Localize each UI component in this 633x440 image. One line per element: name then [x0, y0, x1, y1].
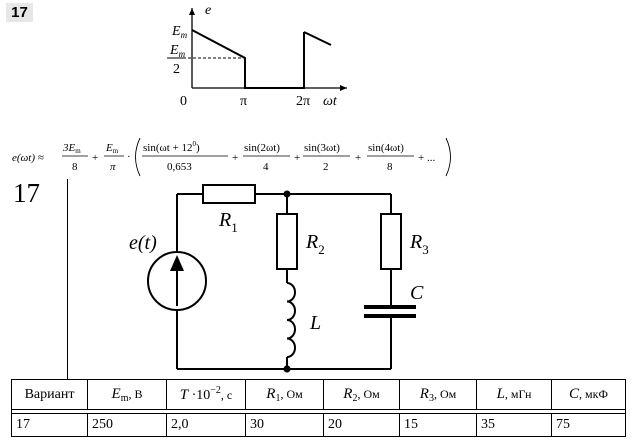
circuit-diagram [147, 184, 416, 373]
header-em: Em, В [87, 379, 167, 410]
circuit-labels: e(t) R1 R2 R3 L C [129, 209, 429, 334]
formula-lhs: e(ωt) ≈ [12, 152, 44, 164]
cell-variant: 17 [11, 413, 88, 437]
problem-number-badge: 17 [6, 3, 33, 22]
header-r3: R3, Ом [399, 379, 477, 410]
cell-r3: 15 [399, 413, 477, 437]
plus-4: + [355, 152, 361, 164]
f3-num: sin(3ωt) [304, 142, 340, 154]
resistor-r3 [380, 213, 402, 270]
waveform-curve-2 [303, 31, 332, 46]
t1-den: 8 [72, 161, 78, 173]
paren-left [135, 137, 141, 177]
cell-r2: 20 [323, 413, 400, 437]
resistor-r1 [202, 184, 256, 204]
voltage-source [147, 251, 207, 311]
t2-den: π [110, 161, 116, 173]
header-r1: R1, Ом [245, 379, 324, 410]
waveform-curve-1 [191, 29, 305, 89]
header-l: L, мГн [476, 379, 552, 410]
table-header-row: Вариант Em, В T ·10−2, с R1, Ом R2, Ом R… [11, 379, 626, 410]
f4-num: sin(4ωt) [368, 142, 404, 154]
f2-den: 4 [263, 161, 269, 173]
y-axis-label: e [205, 3, 211, 18]
y-tick-half-num: Em [169, 43, 186, 59]
f2-num: sin(2ωt) [244, 142, 280, 154]
label-source: e(t) [129, 232, 157, 254]
cell-r1: 30 [245, 413, 324, 437]
fourier-formula: e(ωt) ≈ 3Em 8 + Em π · sin(ωt + 120) 0,6… [12, 137, 451, 177]
label-r1: R1 [218, 209, 238, 235]
header-r2: R2, Ом [323, 379, 400, 410]
f1-num: sin(ωt + 120) [143, 140, 200, 154]
cell-l: 35 [476, 413, 552, 437]
parameters-table: Вариант Em, В T ·10−2, с R1, Ом R2, Ом R… [11, 379, 626, 437]
plus-2: + [232, 152, 238, 164]
y-tick-half-den: 2 [173, 62, 180, 77]
x-axis-label: ωt [323, 94, 338, 109]
t2-num: Em [105, 142, 119, 155]
plus-3: + [294, 152, 300, 164]
formula-tail: + ... [418, 152, 435, 164]
header-t: T ·10−2, с [166, 379, 246, 410]
y-tick-em: Em [171, 24, 188, 40]
t1-num: 3Em [62, 142, 81, 155]
header-variant: Вариант [11, 379, 88, 410]
label-r2: R2 [305, 231, 325, 257]
junction-top [283, 190, 291, 198]
inductor-l [286, 282, 296, 358]
plus-1: + [92, 152, 98, 164]
cell-c: 75 [551, 413, 626, 437]
waveform-graph: e ωt Em Em 2 0 π 2π [167, 3, 347, 109]
x-tick-pi: π [240, 94, 247, 109]
margin-line [67, 179, 68, 380]
variant-number-large: 17 [13, 178, 40, 208]
table-row: 17 250 2,0 30 20 15 35 75 [11, 413, 626, 437]
header-c: C, мкФ [551, 379, 626, 410]
table-gap-row [11, 409, 626, 414]
cell-em: 250 [87, 413, 167, 437]
label-l: L [309, 312, 321, 334]
label-c: C [410, 282, 424, 304]
x-tick-2pi: 2π [296, 94, 310, 109]
source-arrow-head [170, 255, 184, 271]
junction-bottom [283, 365, 291, 373]
paren-right [445, 137, 451, 177]
dot: · [127, 151, 131, 163]
f4-den: 8 [387, 161, 393, 173]
cell-t: 2,0 [166, 413, 246, 437]
resistor-r2 [276, 213, 298, 270]
x-tick-0: 0 [180, 94, 187, 109]
f3-den: 2 [323, 161, 329, 173]
f1-den: 0,653 [167, 161, 192, 173]
label-r3: R3 [409, 231, 429, 257]
